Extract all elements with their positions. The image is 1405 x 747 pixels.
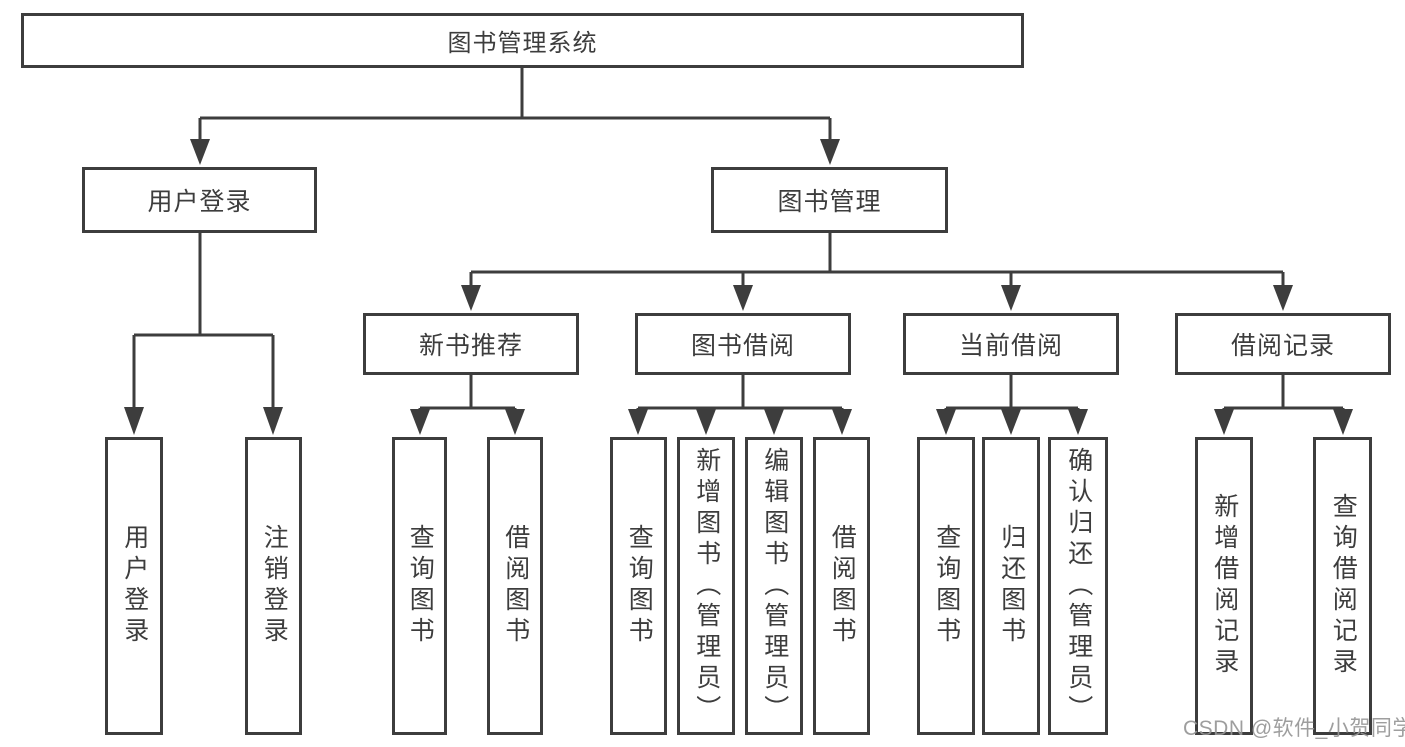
node-label: 用户登录 bbox=[120, 524, 149, 648]
leaf-book-borrowing-borrow-books: 借阅图书 bbox=[813, 437, 870, 735]
node-user-login: 用户登录 bbox=[82, 167, 317, 233]
node-label: 确认归还（管理员） bbox=[1064, 446, 1093, 726]
connector-book-borrowing bbox=[636, 375, 844, 412]
arrow-head bbox=[461, 285, 481, 311]
arrow-head bbox=[1333, 409, 1353, 435]
node-borrowing-records: 借阅记录 bbox=[1175, 313, 1391, 375]
arrow-head bbox=[190, 139, 210, 165]
node-label: 注销登录 bbox=[260, 524, 289, 648]
leaf-current-borrowing-return-books: 归还图书 bbox=[982, 437, 1040, 735]
leaf-current-borrowing-query-books: 查询图书 bbox=[917, 437, 975, 735]
connector-user-login bbox=[132, 233, 275, 409]
node-library-management-system: 图书管理系统 bbox=[21, 13, 1024, 68]
node-label: 图书管理系统 bbox=[447, 30, 598, 57]
arrow-head bbox=[696, 409, 716, 435]
node-label: 借阅图书 bbox=[501, 524, 530, 648]
arrow-head bbox=[820, 139, 840, 165]
leaf-borrowing-records-add-record: 新增借阅记录 bbox=[1195, 437, 1253, 735]
arrow-head bbox=[764, 409, 784, 435]
leaf-logout: 注销登录 bbox=[245, 437, 302, 735]
arrow-head bbox=[733, 285, 753, 311]
leaf-book-borrowing-add-books-admin: 新增图书（管理员） bbox=[677, 437, 735, 735]
leaf-current-borrowing-confirm-return-admin: 确认归还（管理员） bbox=[1048, 437, 1108, 735]
node-book-borrowing: 图书借阅 bbox=[635, 313, 851, 375]
arrow-head bbox=[1001, 409, 1021, 435]
node-label: 当前借阅 bbox=[958, 332, 1063, 360]
node-current-borrowing: 当前借阅 bbox=[903, 313, 1119, 375]
node-new-book-recommendation: 新书推荐 bbox=[363, 313, 579, 375]
node-label: 借阅记录 bbox=[1230, 332, 1335, 360]
connector-borrowing-records bbox=[1222, 375, 1345, 412]
leaf-borrowing-records-query-record: 查询借阅记录 bbox=[1313, 437, 1372, 735]
node-label: 归还图书 bbox=[997, 524, 1026, 648]
node-label: 图书借阅 bbox=[690, 332, 795, 360]
arrow-head bbox=[628, 409, 648, 435]
arrow-head bbox=[1273, 285, 1293, 311]
leaf-book-borrowing-query-books: 查询图书 bbox=[610, 437, 667, 735]
node-label: 查询借阅记录 bbox=[1329, 493, 1358, 679]
arrow-head bbox=[410, 409, 430, 435]
connector-book-management bbox=[469, 233, 1285, 287]
node-label: 用户登录 bbox=[147, 188, 252, 216]
node-label: 查询图书 bbox=[406, 524, 435, 648]
node-book-management: 图书管理 bbox=[711, 167, 948, 233]
watermark: CSDN @软件_小贺同学 bbox=[1183, 717, 1405, 740]
arrow-head bbox=[1214, 409, 1234, 435]
arrow-head bbox=[1001, 285, 1021, 311]
leaf-user-login: 用户登录 bbox=[105, 437, 163, 735]
node-label: 图书管理 bbox=[777, 188, 882, 216]
node-label: 编辑图书（管理员） bbox=[760, 446, 789, 726]
leaf-new-books-borrow-books: 借阅图书 bbox=[487, 437, 543, 735]
node-label: 新增图书（管理员） bbox=[692, 446, 721, 726]
arrow-head bbox=[263, 407, 283, 435]
node-label: 新书推荐 bbox=[418, 332, 523, 360]
connector-current-borrowing bbox=[944, 375, 1080, 412]
connector-root bbox=[198, 68, 832, 141]
arrow-head bbox=[936, 409, 956, 435]
node-label: 查询图书 bbox=[932, 524, 961, 648]
node-label: 借阅图书 bbox=[828, 524, 857, 648]
arrow-head bbox=[124, 407, 144, 435]
arrow-head bbox=[1068, 409, 1088, 435]
arrow-head bbox=[832, 409, 852, 435]
connector-new-books bbox=[418, 375, 517, 412]
leaf-book-borrowing-edit-books-admin: 编辑图书（管理员） bbox=[745, 437, 803, 735]
node-label: 新增借阅记录 bbox=[1210, 493, 1239, 679]
arrow-head bbox=[505, 409, 525, 435]
node-label: 查询图书 bbox=[625, 524, 654, 648]
leaf-new-books-query-books: 查询图书 bbox=[392, 437, 447, 735]
